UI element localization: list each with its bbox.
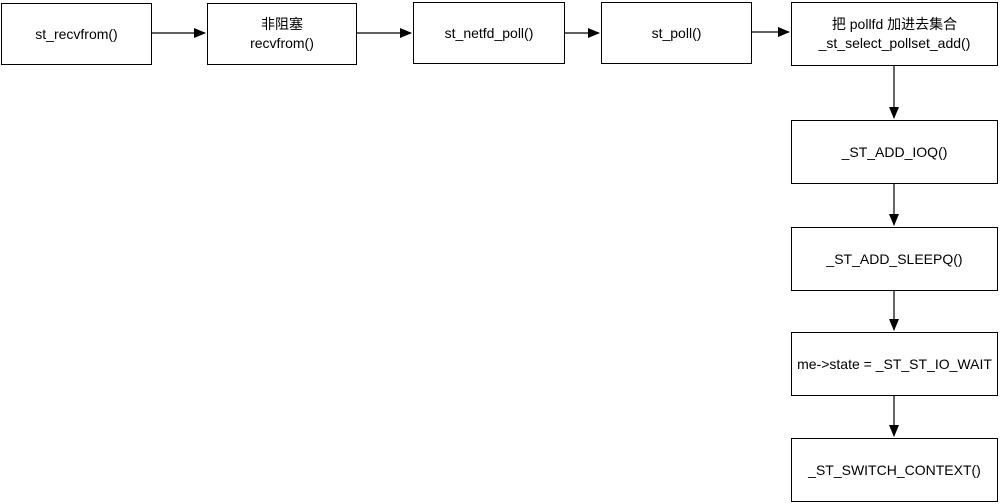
node-label: st_netfd_poll() [444,24,534,41]
flow-node-st-add-ioq: _ST_ADD_IOQ() [791,120,998,184]
flow-node-io-wait-state: me->state = _ST_ST_IO_WAIT [791,332,998,396]
node-label: 把 pollfd 加进去集合 [831,16,958,32]
node-label: recvfrom() [250,35,314,51]
flow-node-pollset-add: 把 pollfd 加进去集合 _st_select_pollset_add() [791,2,998,66]
node-label: 非阻塞 [261,16,303,32]
flow-node-st-switch-context: _ST_SWITCH_CONTEXT() [791,438,998,502]
node-label: st_poll() [651,24,702,41]
node-label: me->state = _ST_ST_IO_WAIT [797,355,992,372]
flow-node-st-poll: st_poll() [601,2,752,64]
flow-node-st-netfd-poll: st_netfd_poll() [413,2,565,64]
flow-node-st-add-sleepq: _ST_ADD_SLEEPQ() [791,227,998,291]
flow-node-nonblocking-recvfrom: 非阻塞 recvfrom() [207,3,357,65]
node-label: _ST_SWITCH_CONTEXT() [808,461,981,478]
node-label: _ST_ADD_IOQ() [841,143,948,160]
flow-node-st-recvfrom: st_recvfrom() [1,3,152,65]
node-label: _st_select_pollset_add() [818,35,971,51]
node-label: _ST_ADD_SLEEPQ() [826,250,963,267]
node-label: st_recvfrom() [35,25,118,42]
